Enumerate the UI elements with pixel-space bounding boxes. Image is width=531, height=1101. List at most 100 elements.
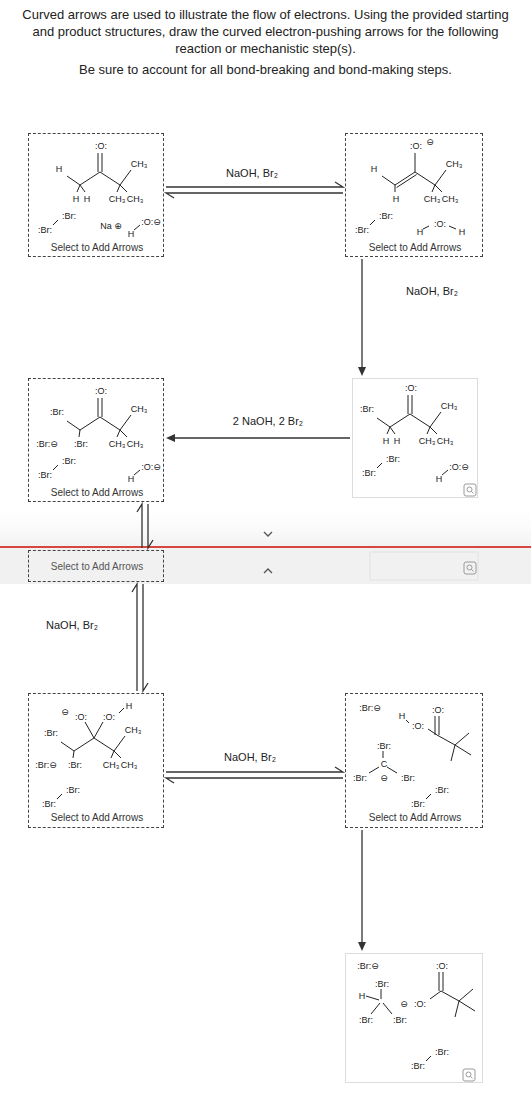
- atom-label: H: [56, 165, 63, 174]
- arrow-line: [361, 259, 362, 368]
- atom-label: CH₃: [127, 195, 144, 204]
- atom-label: H: [383, 437, 390, 446]
- atom-label: :O:: [414, 1000, 426, 1009]
- atom-label: CH₃: [109, 195, 126, 204]
- atom-label: :O:: [103, 713, 115, 722]
- molecule-bonds: [423, 226, 429, 229]
- atom-label: :Br:⊖: [35, 761, 57, 770]
- molecule-bonds: [435, 716, 436, 735]
- arrow-head: [358, 367, 366, 376]
- atom-label: Na ⊕: [100, 222, 122, 231]
- atom-label: :Br:⊖: [359, 704, 381, 713]
- scroll-overlay: [264, 532, 272, 536]
- molecule-bonds: [443, 972, 444, 991]
- reagent-label: NaOH, Br₂: [404, 285, 460, 298]
- select-arrows-prompt: Select to Add Arrows: [369, 243, 461, 253]
- atom-label: C: [381, 760, 388, 769]
- atom-label: H: [128, 475, 135, 484]
- equilibrium-arrow: [137, 504, 153, 548]
- atom-label: H: [371, 165, 378, 174]
- atom-label: CH₃: [437, 437, 454, 446]
- reagent-label: NaOH, Br₂: [222, 751, 278, 764]
- scroll-overlay: [264, 569, 272, 573]
- atom-label: :Br:: [355, 226, 369, 235]
- molecule-bonds: [134, 470, 140, 475]
- scroll-overlay: [0, 548, 531, 584]
- molecule-bonds: [455, 1001, 459, 1017]
- atom-label: :Br:: [377, 742, 391, 751]
- molecule-bonds: [67, 153, 131, 192]
- atom-label: :O:⊖: [141, 463, 161, 472]
- atom-label: :Br:: [379, 212, 393, 221]
- atom-label: :Br:: [62, 212, 76, 221]
- scroll-overlay: [0, 500, 531, 548]
- zoom-icon: [464, 484, 476, 496]
- atom-label: H: [394, 437, 401, 446]
- molecule-bonds: [77, 185, 85, 192]
- molecule-bonds: [119, 708, 124, 713]
- atom-label: :Br:: [38, 226, 52, 235]
- mechanism-step-box: :O::Br:CH₃:Br:⊖:Br:CH₃CH₃:Br::Br:H:O:⊖Se…: [28, 378, 164, 502]
- reagent-label: NaOH, Br₂: [44, 619, 100, 632]
- atom-label: :Br:: [411, 800, 425, 809]
- arrow-head: [358, 942, 366, 951]
- atom-label: CH₃: [131, 405, 148, 414]
- atom-label: :Br:: [375, 980, 389, 989]
- molecule-bonds: [439, 972, 440, 991]
- molecule-bonds: [383, 1003, 392, 1014]
- molecule-bonds: [406, 720, 409, 723]
- atom-label: :Br:: [68, 761, 82, 770]
- molecule-bonds: [426, 794, 431, 799]
- atom-label: :Br:: [42, 800, 56, 809]
- select-arrows-prompt: Select to Add Arrows: [51, 813, 143, 823]
- equilibrium-arrow: [166, 182, 343, 198]
- atom-label: H: [73, 195, 80, 204]
- molecule-bonds: [439, 716, 440, 735]
- atom-label: :Br:: [393, 1016, 407, 1025]
- atom-label: :Br:: [411, 1062, 425, 1071]
- molecule-bonds: [381, 989, 382, 999]
- atom-label: :O:: [436, 962, 448, 971]
- atom-label: H: [128, 230, 135, 239]
- molecule-bonds: [451, 745, 455, 761]
- molecule-bonds: [370, 220, 375, 225]
- reagent-label: NaOH, Br₂: [224, 167, 280, 180]
- molecule-bonds: [441, 991, 459, 1001]
- atom-label: :Br:: [50, 408, 64, 417]
- atom-label: CH₃: [419, 437, 436, 446]
- atom-label: :Br:: [38, 471, 52, 480]
- molecule-bonds: [387, 767, 397, 773]
- atom-label: :Br:: [360, 405, 374, 414]
- instructions-note: Be sure to account for all bond-breaking…: [22, 61, 509, 78]
- arrow-head: [166, 434, 175, 442]
- equilibrium-arrow: [166, 767, 343, 783]
- reaction-arrow: [166, 434, 350, 442]
- atom-label: H: [84, 195, 91, 204]
- atom-label: ⊖: [426, 138, 434, 147]
- molecule-bonds: [442, 470, 448, 475]
- arrow-line: [166, 182, 343, 198]
- atom-label: :O:⊖: [449, 463, 469, 472]
- atom-label: ⊖: [61, 708, 69, 717]
- mechanism-step-box: :O::Br:CH₃HHCH₃CH₃:Br::Br:H:O:⊖: [352, 378, 478, 498]
- mechanism-step-box: ⊖:O::O:H:Br:CH₃:Br:⊖:Br:CH₃CH₃:Br::Br:Se…: [28, 693, 164, 828]
- reagent-label: 2 NaOH, 2 Br₂: [231, 415, 305, 428]
- molecule-bonds: [455, 733, 469, 745]
- atom-label: CH₃: [121, 761, 138, 770]
- atom-label: H: [393, 195, 400, 204]
- zoom-icon: [463, 484, 476, 1081]
- atom-label: :Br:⊖: [36, 440, 58, 449]
- atom-label: CH₃: [424, 195, 441, 204]
- molecule-bonds: [61, 722, 125, 758]
- molecule-bonds: [377, 463, 382, 468]
- atom-label: :O:: [75, 713, 87, 722]
- atom-label: :Br:: [44, 729, 58, 738]
- atom-label: ⊖: [400, 1000, 408, 1009]
- atom-label: CH₃: [442, 195, 459, 204]
- atom-label: CH₃: [441, 402, 458, 411]
- molecule-bonds: [455, 745, 471, 755]
- molecule-bonds: [79, 430, 80, 437]
- atom-label: H: [417, 228, 424, 237]
- atom-label: CH₃: [109, 440, 126, 449]
